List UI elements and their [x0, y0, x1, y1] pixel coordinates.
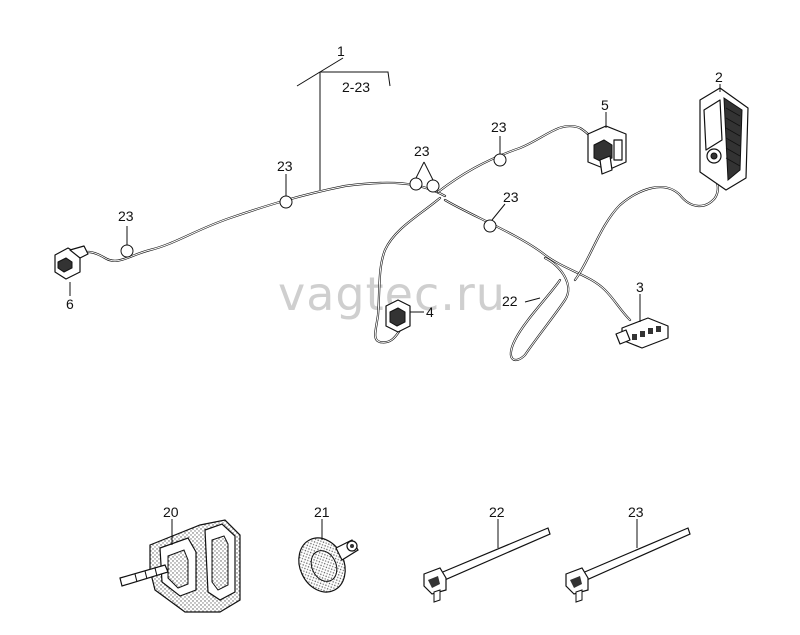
callout-23-e: 23 — [118, 208, 134, 224]
callout-6: 6 — [66, 296, 74, 312]
tape-wrap-23 — [493, 153, 507, 167]
callout-1-range: 2-23 — [342, 79, 370, 95]
tape-wrap-23 — [120, 244, 134, 258]
grommet-21 — [298, 537, 359, 593]
callout-22-harness: 22 — [502, 293, 518, 309]
callout-23-c: 23 — [277, 158, 293, 174]
tape-wrap-23 — [483, 219, 497, 233]
tape-wrap-23 — [409, 177, 423, 191]
tape-wrap-23 — [426, 179, 440, 193]
cable-tie-23 — [565, 527, 691, 603]
callout-23-b: 23 — [414, 143, 430, 159]
connector-3 — [615, 317, 669, 349]
callout-21: 21 — [314, 504, 330, 520]
wiring-harness — [68, 125, 719, 362]
callout-5: 5 — [601, 97, 609, 113]
callout-2: 2 — [715, 69, 723, 85]
callout-3: 3 — [636, 279, 644, 295]
connector-6 — [54, 245, 89, 280]
callout-23-a: 23 — [491, 119, 507, 135]
connector-5 — [587, 125, 627, 175]
cable-tie-22 — [423, 527, 551, 603]
connector-4 — [385, 299, 411, 333]
callout-1: 1 — [337, 43, 345, 59]
grommet-20 — [119, 519, 241, 613]
leader-lines — [69, 57, 721, 548]
connector-2 — [699, 87, 749, 191]
tape-wrap-23 — [279, 195, 293, 209]
callout-20: 20 — [163, 504, 179, 520]
callout-23-d: 23 — [503, 189, 519, 205]
callout-22-part: 22 — [489, 504, 505, 520]
callout-23-part: 23 — [628, 504, 644, 520]
callout-4: 4 — [426, 304, 434, 320]
